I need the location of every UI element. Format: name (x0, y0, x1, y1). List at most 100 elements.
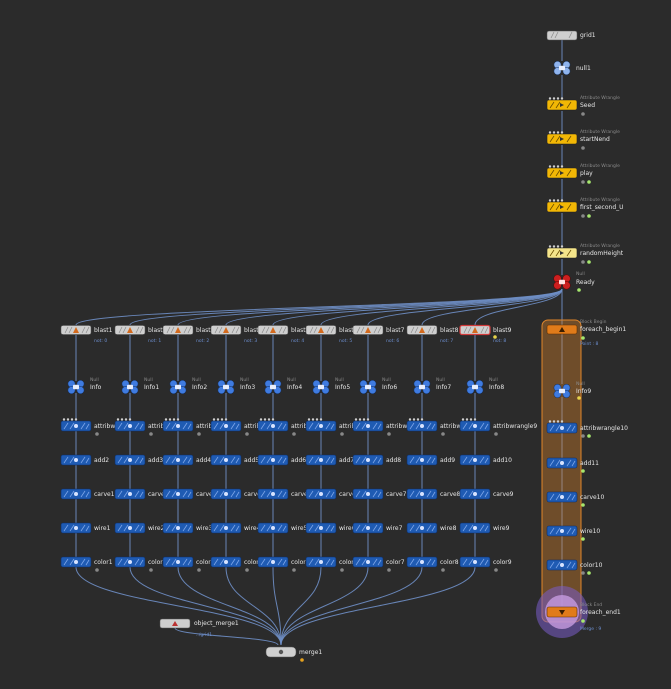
merge-node[interactable]: merge1 (265, 646, 322, 662)
null-type-label: Null (240, 377, 249, 383)
wire-node-4[interactable]: wire5 (257, 522, 308, 534)
color-node-0[interactable]: color1 (60, 556, 113, 572)
add-node-2[interactable]: add4 (162, 454, 211, 466)
color-node-7[interactable]: color8 (406, 556, 459, 572)
wire-node-1[interactable]: wire2 (114, 522, 165, 534)
wire-label: wire8 (440, 525, 457, 532)
foreach-carve-node[interactable]: carve10 (546, 491, 605, 507)
stripe-icon (409, 422, 436, 430)
wrangle-type-label: Attribute Wrangle (580, 129, 620, 135)
stripe-icon (549, 135, 572, 143)
attribwrangle-node-8[interactable]: attribwrangle9 (459, 418, 537, 436)
color-node-3[interactable]: color4 (210, 556, 263, 572)
carve-node-6[interactable]: carve7 (352, 488, 407, 500)
color-node-5[interactable]: color6 (305, 556, 358, 572)
carve-node-2[interactable]: carve3 (162, 488, 217, 500)
wire-label: wire1 (94, 525, 111, 532)
carve-node-3[interactable]: carve4 (210, 488, 265, 500)
add-node-5[interactable]: add7 (305, 454, 354, 466)
wrangle-icon (560, 205, 564, 209)
add-node-8[interactable]: add10 (459, 454, 512, 466)
add-node-6[interactable]: add8 (352, 454, 401, 466)
stripe-icon (308, 490, 335, 498)
object-merge-node[interactable]: object_merge1../grid1 (159, 618, 239, 638)
input-port (560, 199, 564, 202)
null-icon (73, 384, 79, 390)
add-node-0[interactable]: add2 (60, 454, 109, 466)
wire-node-6[interactable]: wire7 (352, 522, 403, 534)
grid1-node[interactable]: grid1 (546, 30, 596, 41)
sop-icon (366, 560, 370, 564)
add-node-1[interactable]: add3 (114, 454, 163, 466)
color-node-8[interactable]: color9 (459, 556, 512, 572)
flag-dot (149, 568, 153, 572)
carve-node-8[interactable]: carve9 (459, 488, 514, 500)
color-node-4[interactable]: color5 (257, 556, 310, 572)
sop-icon (224, 458, 228, 462)
color-node-1[interactable]: color2 (114, 556, 167, 572)
carve-node-4[interactable]: carve5 (257, 488, 312, 500)
wire-node-7[interactable]: wire8 (406, 522, 457, 534)
flag-dot (581, 336, 585, 340)
color-node-6[interactable]: color7 (352, 556, 405, 572)
carve-label: carve4 (244, 491, 265, 498)
foreach-color-node[interactable]: color10 (546, 559, 603, 575)
carve-node-7[interactable]: carve8 (406, 488, 461, 500)
foreach-wire-node[interactable]: wire10 (546, 525, 600, 541)
info-label: Info1 (144, 384, 159, 391)
blast-group-label: not: 1 (148, 338, 161, 344)
color-node-2[interactable]: color3 (162, 556, 215, 572)
add-label: add10 (493, 457, 512, 464)
wire-node-3[interactable]: wire4 (210, 522, 261, 534)
wire-node-2[interactable]: wire3 (162, 522, 213, 534)
stripe-icon (463, 326, 489, 334)
carve-node-0[interactable]: carve1 (60, 488, 115, 500)
foreach-add-node[interactable]: add11 (546, 457, 599, 473)
wrangle-label: Seed (580, 102, 595, 109)
wire-node-8[interactable]: wire9 (459, 522, 510, 534)
add-node-3[interactable]: add5 (210, 454, 259, 466)
wire-node-0[interactable]: wire1 (60, 522, 111, 534)
wrangle-label: startNend (580, 136, 610, 143)
carve-node-1[interactable]: carve2 (114, 488, 169, 500)
wire-connection (367, 288, 563, 326)
info-label: Info7 (436, 384, 451, 391)
add-node-4[interactable]: add6 (257, 454, 306, 466)
add-node-7[interactable]: add9 (406, 454, 455, 466)
carve-node-5[interactable]: carve6 (305, 488, 360, 500)
wrangle-icon (560, 171, 564, 175)
null1-node[interactable]: null1 (553, 60, 591, 76)
foreach-wrangle-node[interactable]: attribwrangle10 (546, 420, 628, 438)
wire-node-5[interactable]: wire6 (305, 522, 356, 534)
info-label: Info8 (489, 384, 504, 391)
null-type-label: Null (335, 377, 344, 383)
